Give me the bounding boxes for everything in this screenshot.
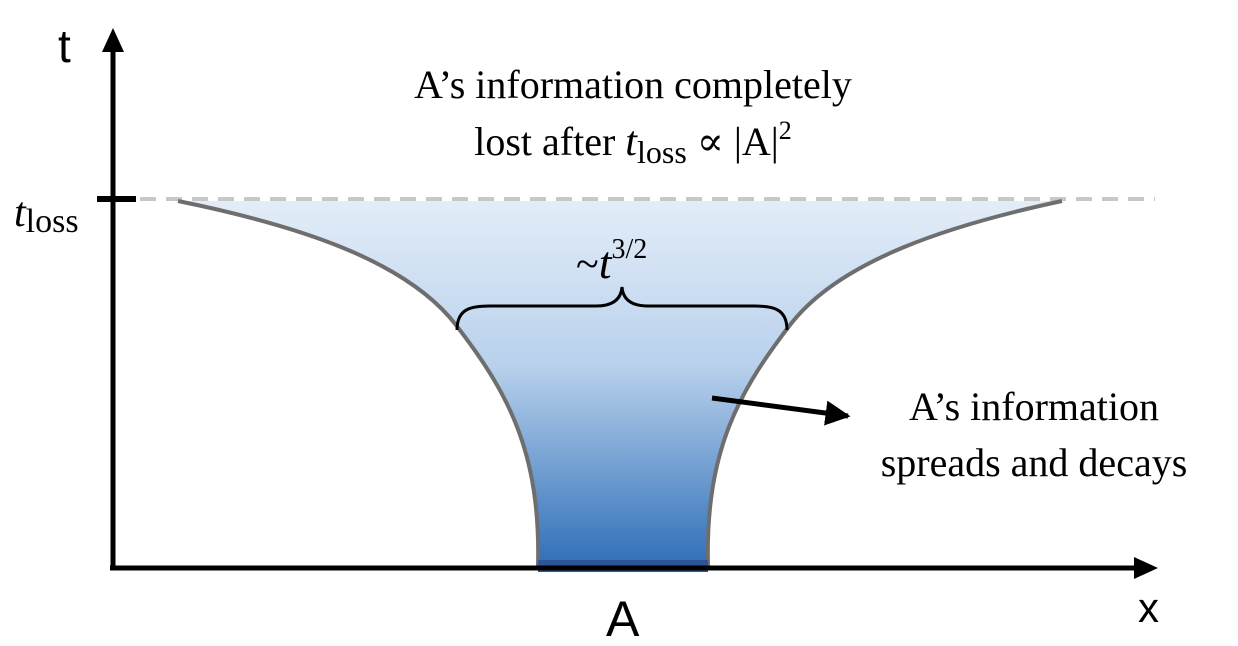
top-annotation-line1: A’s information completely — [414, 62, 852, 107]
right-boundary-curve — [705, 199, 1063, 567]
x-axis-arrowhead — [1134, 557, 1158, 579]
x-axis-label: x — [1138, 584, 1159, 631]
width-scaling-label: ~t3/2 — [576, 234, 647, 288]
t-loss-axis-label: tloss — [14, 190, 79, 240]
annotation-arrow — [711, 395, 851, 426]
region-a-label: A — [606, 591, 640, 646]
right-annotation-line2: spreads and decays — [881, 440, 1188, 485]
right-annotation-line1: A’s information — [909, 384, 1159, 429]
t-axis-label: t — [58, 20, 71, 72]
t-axis-arrowhead — [102, 28, 124, 52]
top-annotation-line2: lost after tloss ∝ |A|2 — [474, 116, 792, 170]
width-brace — [455, 286, 789, 331]
information-region-fill — [178, 201, 1062, 566]
